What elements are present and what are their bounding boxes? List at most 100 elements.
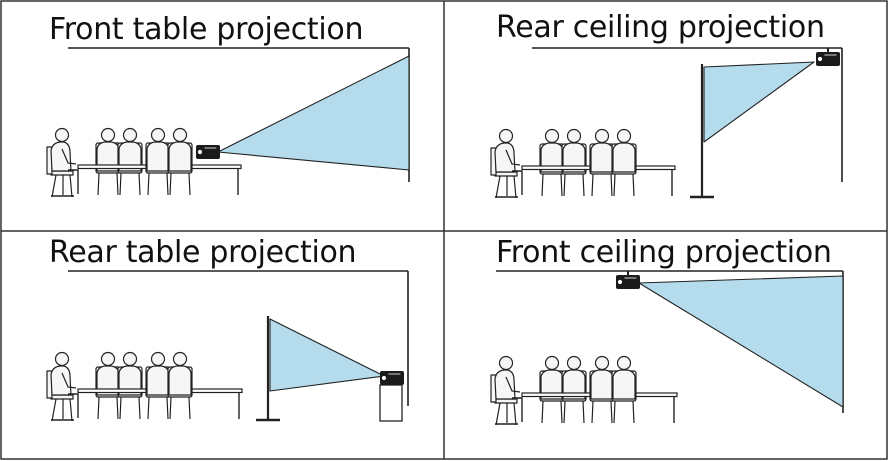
person-legs bbox=[512, 170, 523, 195]
person-torso bbox=[146, 365, 170, 396]
chair-leg bbox=[147, 396, 150, 420]
person-head bbox=[544, 128, 560, 144]
front-person bbox=[611, 355, 637, 424]
chair-seat bbox=[50, 394, 74, 400]
light-beam bbox=[638, 275, 844, 408]
chair-leg bbox=[632, 173, 635, 197]
chair-leg bbox=[582, 400, 585, 424]
light-beam bbox=[269, 318, 385, 392]
projector-icon bbox=[816, 52, 840, 66]
rear-ceiling-illustration bbox=[490, 47, 843, 199]
projector-vent bbox=[204, 147, 217, 149]
projector-lens bbox=[616, 278, 624, 286]
chair-leg bbox=[69, 398, 73, 422]
chair-leg bbox=[560, 173, 563, 197]
person-torso bbox=[590, 369, 614, 400]
panel-title-front-ceiling: Front ceiling projection bbox=[496, 235, 832, 270]
chair-leg bbox=[560, 400, 563, 424]
chair-leg bbox=[69, 174, 73, 198]
person-head bbox=[172, 127, 188, 143]
front-person bbox=[561, 128, 587, 197]
person-torso bbox=[118, 365, 142, 396]
chair-leg bbox=[591, 173, 594, 197]
person-arm bbox=[61, 372, 77, 389]
front-person bbox=[117, 127, 143, 196]
panel-title-front-table: Front table projection bbox=[49, 12, 364, 47]
person-head bbox=[616, 128, 632, 144]
chair-leg bbox=[582, 173, 585, 197]
chair-leg bbox=[610, 400, 613, 424]
person-head bbox=[594, 355, 610, 371]
front-person bbox=[145, 127, 171, 196]
person-head bbox=[544, 355, 560, 371]
projector-icon bbox=[616, 275, 640, 289]
projector-vent bbox=[824, 54, 837, 56]
person-head bbox=[566, 128, 582, 144]
chair-leg bbox=[97, 396, 100, 420]
projector-icon bbox=[196, 145, 220, 159]
chair-leg bbox=[116, 396, 119, 420]
person-head bbox=[100, 127, 116, 143]
chair-leg bbox=[610, 173, 613, 197]
chair-leg bbox=[563, 400, 566, 424]
person-torso bbox=[494, 142, 516, 173]
panel-front-table: Front table projection bbox=[0, 0, 444, 231]
chair-leg bbox=[51, 398, 57, 422]
person-torso bbox=[118, 141, 142, 172]
chair-leg bbox=[541, 173, 544, 197]
front-person bbox=[95, 351, 121, 420]
chair-leg bbox=[97, 172, 100, 196]
panel-front-ceiling: Front ceiling projection bbox=[444, 231, 888, 461]
chair-leg bbox=[513, 402, 517, 426]
chair-leg bbox=[119, 172, 122, 196]
front-person bbox=[167, 127, 193, 196]
front-person bbox=[145, 351, 171, 420]
seated-person bbox=[46, 127, 79, 198]
projector-lens bbox=[816, 55, 824, 63]
person-head bbox=[150, 127, 166, 143]
front-table-illustration bbox=[46, 47, 410, 198]
person-head bbox=[616, 355, 632, 371]
projector-vent bbox=[388, 373, 401, 375]
projection-screen bbox=[690, 64, 714, 199]
chair-leg bbox=[188, 172, 191, 196]
chair-leg bbox=[613, 173, 616, 197]
chair-seat bbox=[494, 171, 518, 177]
panel-rear-table: Rear table projection bbox=[0, 231, 444, 461]
room-outline bbox=[68, 270, 409, 406]
chair-leg bbox=[166, 172, 169, 196]
chair-seat bbox=[494, 398, 518, 404]
person-torso bbox=[168, 141, 192, 172]
chair-leg bbox=[495, 175, 501, 199]
front-person bbox=[611, 128, 637, 197]
person-torso bbox=[612, 142, 636, 173]
seated-person bbox=[490, 128, 523, 199]
person-head bbox=[498, 128, 514, 144]
chair-seat bbox=[50, 170, 74, 176]
projector-lens bbox=[380, 374, 388, 382]
front-person bbox=[539, 355, 565, 424]
chair-leg bbox=[632, 400, 635, 424]
person-torso bbox=[50, 365, 72, 396]
seated-person bbox=[490, 355, 523, 426]
person-arm bbox=[505, 149, 521, 166]
person-head bbox=[150, 351, 166, 367]
person-legs bbox=[68, 393, 79, 418]
chair-leg bbox=[188, 396, 191, 420]
meeting-group bbox=[46, 351, 243, 422]
projector-lens bbox=[196, 148, 204, 156]
projector-vent bbox=[624, 277, 637, 279]
chair-leg bbox=[169, 396, 172, 420]
person-torso bbox=[562, 369, 586, 400]
chair-leg bbox=[563, 173, 566, 197]
meeting-group bbox=[46, 127, 242, 198]
light-beam bbox=[703, 61, 815, 143]
light-beam bbox=[217, 55, 410, 171]
chair-leg bbox=[513, 175, 517, 199]
person-head bbox=[498, 355, 514, 371]
panel-title-rear-ceiling: Rear ceiling projection bbox=[496, 10, 825, 45]
chair-leg bbox=[613, 400, 616, 424]
person-head bbox=[54, 351, 70, 367]
